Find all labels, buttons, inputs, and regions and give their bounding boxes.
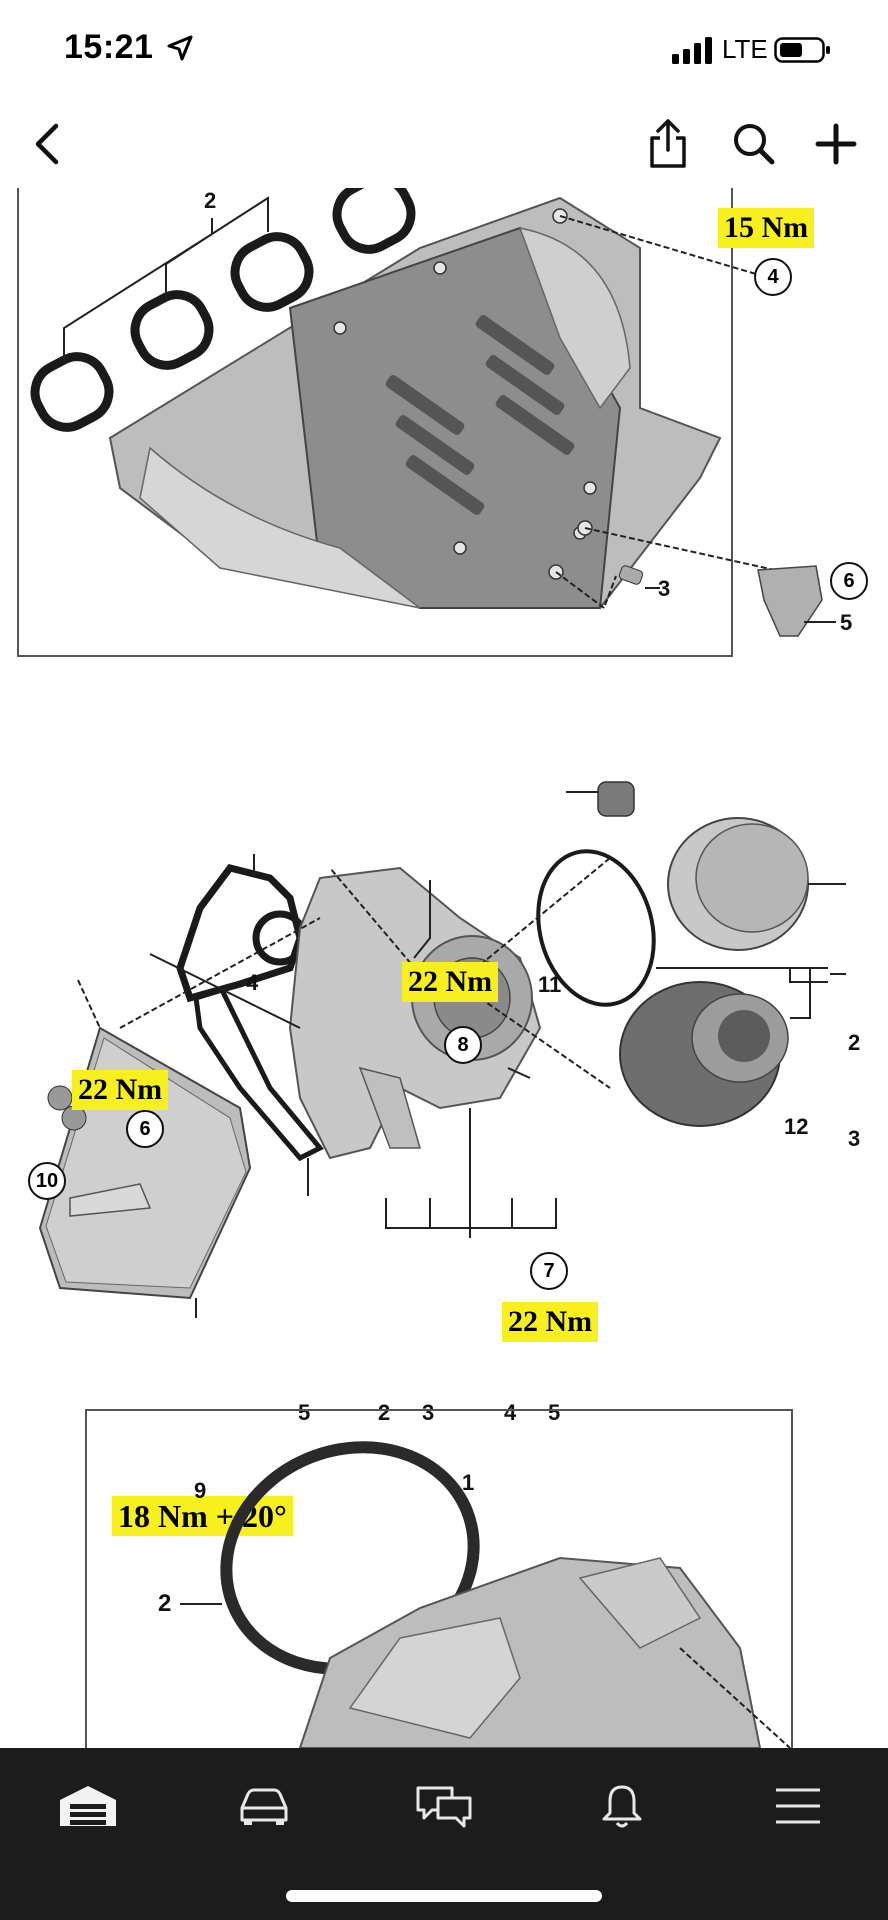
callout-circle: 6 [830, 562, 868, 600]
torque-label-bottom: 18 Nm + 20° [112, 1496, 293, 1536]
part-number-label: 3 [658, 576, 671, 601]
diagram-oil-filter-housing: 22 Nm 22 Nm 22 Nm 18 Nm + 20° 4 11 2 12 … [0, 768, 888, 1536]
callout-circle: 6 [126, 1110, 164, 1148]
search-button[interactable] [724, 114, 784, 174]
callout-circle: 10 [28, 1162, 66, 1200]
intake-manifold-illustration [17, 188, 836, 657]
back-button[interactable] [18, 114, 78, 174]
status-bar: 15:21 LTE [0, 0, 888, 100]
torque-label-right: 22 Nm [502, 1302, 599, 1342]
part-number-label: 3 [848, 1126, 861, 1151]
throttle-body-illustration [85, 1409, 793, 1748]
part-number-label: 2 [848, 1030, 861, 1055]
menu-icon [776, 1788, 820, 1824]
garage-icon [60, 1786, 116, 1826]
part-number-label: 2 [158, 1590, 172, 1617]
back-chevron-icon [35, 123, 59, 165]
part-number-label: 5 [298, 1400, 311, 1425]
location-arrow-icon [167, 35, 193, 61]
add-icon [815, 123, 857, 165]
add-button[interactable] [806, 114, 866, 174]
share-button[interactable] [638, 114, 698, 174]
chat-bubbles-icon [416, 1786, 472, 1828]
diagram-intake-manifold: 15 Nm 2 3 5 4 6 [0, 188, 888, 658]
search-icon [734, 124, 775, 165]
home-indicator[interactable] [286, 1890, 602, 1902]
tab-messages[interactable] [404, 1776, 484, 1836]
tab-menu[interactable] [758, 1776, 838, 1836]
torque-label: 15 Nm [718, 208, 815, 248]
car-icon [240, 1788, 288, 1825]
content-area[interactable]: 15 Nm 2 3 5 4 6 [0, 188, 888, 1748]
torque-label-top: 22 Nm [402, 962, 499, 1002]
battery-icon [774, 37, 830, 63]
diagram-throttle-body: 2 [0, 1408, 888, 1748]
oil-filter-housing-illustration [38, 781, 846, 1318]
share-icon [650, 119, 686, 168]
bell-icon [602, 1785, 642, 1828]
top-nav-bar [0, 100, 888, 188]
callout-circle: 7 [530, 1252, 568, 1290]
tab-notifications[interactable] [582, 1776, 662, 1836]
callout-circle: 4 [754, 258, 792, 296]
part-number-label: 5 [548, 1400, 561, 1425]
status-time: 15:21 [64, 28, 154, 66]
part-number-label: 12 [784, 1114, 809, 1139]
callout-circle: 8 [444, 1026, 482, 1064]
part-number-label: 9 [194, 1478, 207, 1503]
part-number-label: 5 [840, 610, 853, 635]
network-type: LTE [722, 34, 768, 64]
part-number-label: 2 [378, 1400, 391, 1425]
part-number-label: 4 [504, 1400, 517, 1425]
part-number-label: 1 [462, 1470, 475, 1495]
tab-vehicle[interactable] [224, 1776, 304, 1836]
part-number-label: 2 [204, 188, 217, 213]
tab-garage[interactable] [48, 1776, 128, 1836]
part-number-label: 11 [538, 972, 562, 997]
part-number-label: 3 [422, 1400, 435, 1425]
cellular-signal-icon [672, 37, 712, 64]
part-number-label: 4 [246, 970, 259, 995]
torque-label-left: 22 Nm [72, 1070, 169, 1110]
